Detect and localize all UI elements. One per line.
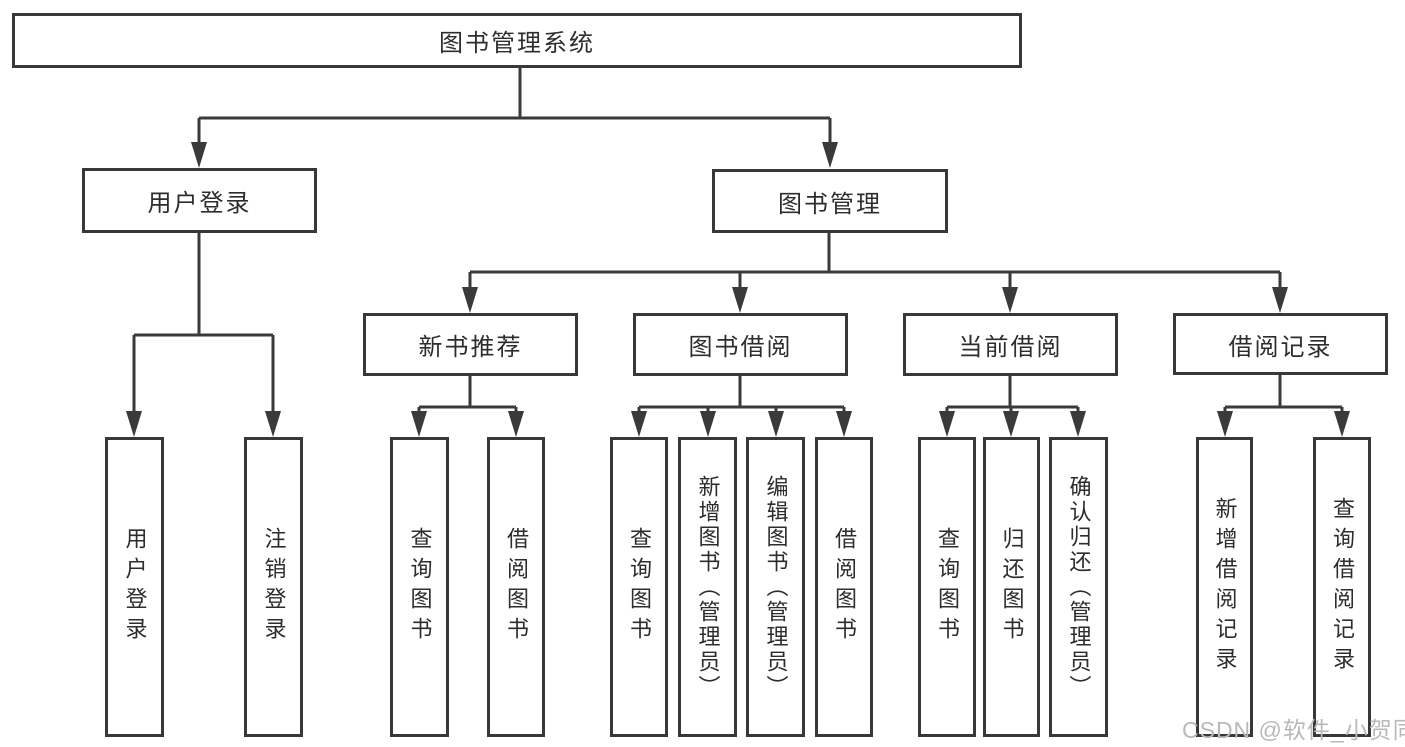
leaf-label: 编辑图书（管理员） [763,474,789,700]
leaf-label: 归还图书 [999,527,1025,647]
node-new-book-recommendation: 新书推荐 [363,313,578,376]
arrowhead-icon [1334,411,1350,437]
leaf-logout: 注销登录 [244,437,303,737]
arrowhead-icon [126,411,142,437]
leaf-label: 查询图书 [935,527,960,647]
leaf-add-borrow-record: 新增借阅记录 [1196,437,1253,737]
leaf-borrow-books-borrowing: 借阅图书 [815,437,873,737]
csdn-watermark: CSDN @软件_小贺同学 [1182,717,1405,743]
leaf-label: 查询借阅记录 [1330,497,1355,677]
arrowhead-icon [191,142,207,168]
arrowhead-icon [411,411,427,437]
leaf-label: 用户登录 [122,527,148,647]
leaf-label: 借阅图书 [504,527,529,647]
leaf-edit-book-admin: 编辑图书（管理员） [746,437,805,737]
arrowhead-icon [1217,411,1233,437]
arrowhead-icon [265,411,281,437]
leaf-add-book-admin: 新增图书（管理员） [678,437,737,737]
arrowhead-icon [700,411,716,437]
leaf-query-borrow-record: 查询借阅记录 [1313,437,1371,737]
leaf-label: 查询图书 [407,527,433,647]
arrowhead-icon [822,142,838,168]
leaf-label: 注销登录 [261,527,287,647]
leaf-label: 借阅图书 [832,527,857,647]
arrowhead-icon [462,287,478,313]
arrowhead-icon [836,411,852,437]
leaf-borrow-books-recommend: 借阅图书 [487,437,545,737]
leaf-query-books-current: 查询图书 [918,437,976,737]
arrowhead-icon [1272,287,1288,313]
leaf-query-books-borrowing: 查询图书 [610,437,668,737]
node-user-login: 用户登录 [82,168,317,233]
arrowhead-icon [939,411,955,437]
arrowhead-icon [1003,411,1019,437]
leaf-query-books-recommend: 查询图书 [390,437,449,737]
node-book-borrowing: 图书借阅 [633,313,848,376]
arrowhead-icon [631,411,647,437]
arrowhead-icon [508,411,524,437]
node-library-management-system: 图书管理系统 [12,13,1022,68]
node-current-borrowing: 当前借阅 [903,313,1118,376]
leaf-user-login: 用户登录 [105,437,164,737]
leaf-label: 新增图书（管理员） [695,474,721,700]
leaf-label: 确认归还（管理员） [1066,474,1092,700]
arrowhead-icon [1002,287,1018,313]
leaf-label: 查询图书 [627,527,652,647]
leaf-confirm-return-admin: 确认归还（管理员） [1049,437,1108,737]
node-borrowing-records: 借阅记录 [1173,313,1388,375]
arrowhead-icon [768,411,784,437]
arrowhead-icon [732,287,748,313]
arrowhead-icon [1070,411,1086,437]
leaf-label: 新增借阅记录 [1212,497,1238,677]
node-book-management: 图书管理 [712,169,948,233]
leaf-return-book: 归还图书 [983,437,1040,737]
